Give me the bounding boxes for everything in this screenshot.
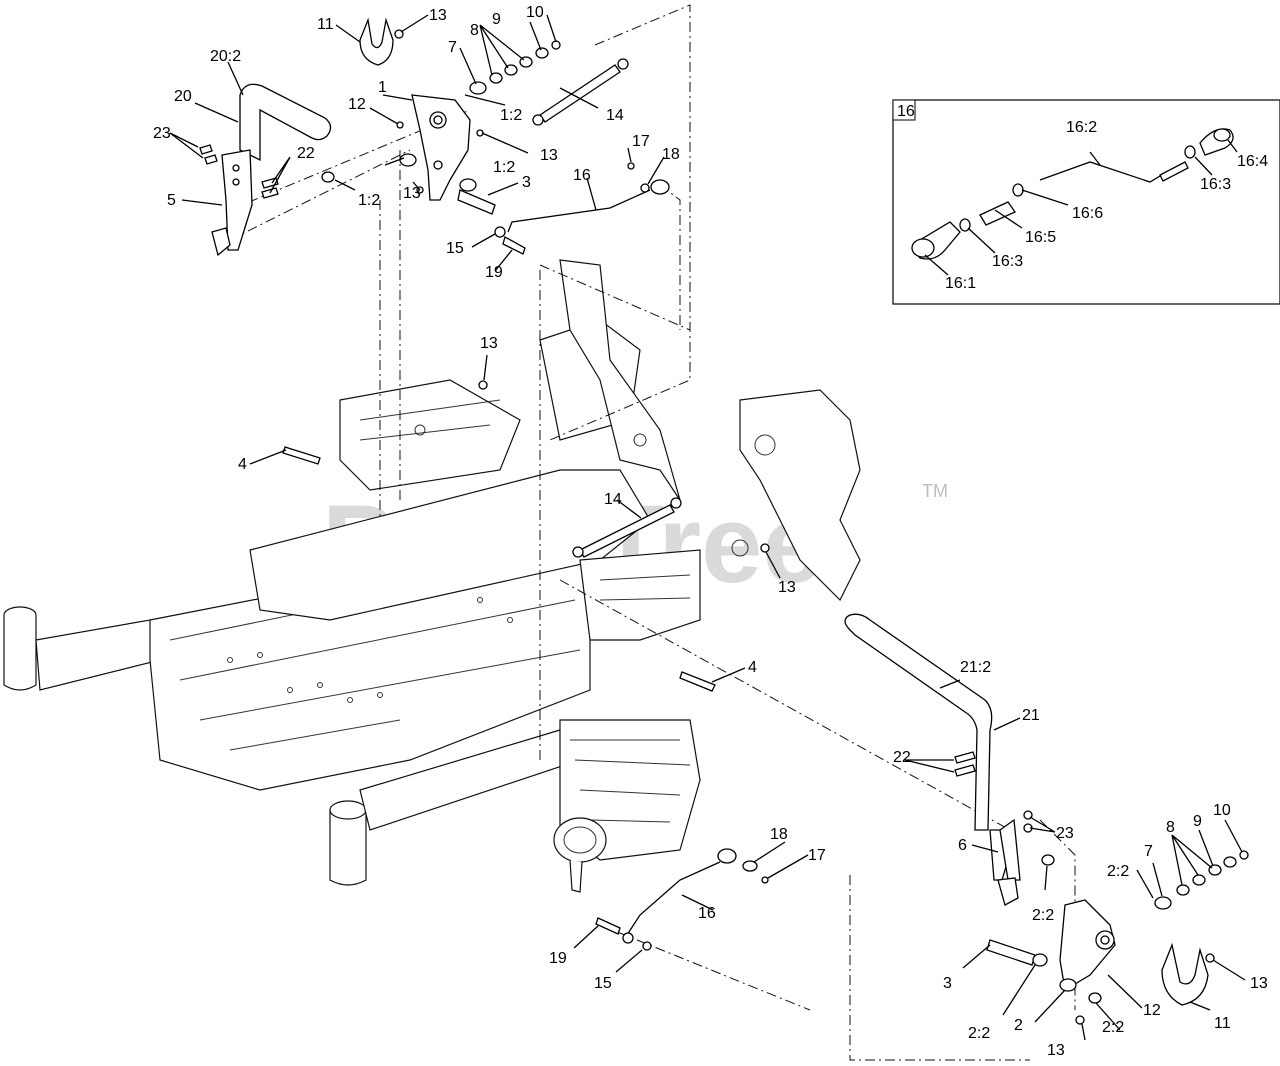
callout-label: 8 [470, 22, 479, 39]
callout-label: 11 [1214, 1015, 1231, 1032]
hydrostatic-pump [553, 719, 701, 893]
callout-label: 13 [1047, 1042, 1065, 1059]
callout-label: 16 [698, 905, 716, 922]
watermark-trademark: TM [922, 481, 948, 501]
callout-label: 13 [540, 147, 558, 164]
callout-label: 13 [403, 185, 421, 202]
callout-label: 2:2 [1032, 907, 1054, 924]
callout-label: 2:2 [968, 1025, 990, 1042]
callout-label: 21:2 [960, 659, 991, 676]
assembly-dash-lines [229, 4, 1076, 1061]
callout-label: 2 [1014, 1017, 1023, 1034]
callout-label: 17 [632, 133, 650, 150]
callout-label: 23 [153, 125, 171, 142]
callout-label: 14 [606, 107, 624, 124]
callout-label: 4 [238, 456, 247, 473]
callout-label: 3 [522, 174, 531, 191]
callout-label: 5 [167, 192, 176, 209]
inset-detail-16 [892, 99, 1280, 305]
leader-lines [169, 14, 1246, 1041]
callout-label: 18 [662, 146, 680, 163]
callout-label: 13 [429, 7, 447, 24]
callout-label: 9 [492, 11, 501, 28]
callout-label: 1:2 [493, 159, 515, 176]
callout-label: 4 [748, 659, 757, 676]
chassis-frame [3, 259, 861, 886]
callout-label: 20:2 [210, 48, 241, 65]
callout-label: 16:6 [1072, 205, 1103, 222]
callout-label: 16:5 [1025, 229, 1056, 246]
callout-labels: 11 13 9 10 8 7 20:2 20 12 1 1:2 14 23 22… [153, 4, 1268, 1059]
callout-label: 13 [1250, 975, 1268, 992]
callout-label: 20 [174, 88, 192, 105]
callout-label: 1 [378, 79, 387, 96]
callout-label: 16:2 [1066, 119, 1097, 136]
callout-label: 22 [893, 749, 911, 766]
callout-label: 18 [770, 826, 788, 843]
callout-label: 23 [1056, 825, 1074, 842]
callout-label: 16:3 [1200, 176, 1231, 193]
callout-label: 1:2 [500, 107, 522, 124]
callout-label: 7 [448, 39, 457, 56]
callout-label: 16:3 [992, 253, 1023, 270]
callout-label: 21 [1022, 707, 1040, 724]
callout-label: 16:4 [1237, 153, 1268, 170]
callout-label: 1:2 [358, 192, 380, 209]
callout-label: 10 [1213, 802, 1231, 819]
callout-label: 19 [485, 264, 503, 281]
callout-label: 14 [604, 491, 622, 508]
callout-label: 8 [1166, 819, 1175, 836]
callout-label: 7 [1144, 843, 1153, 860]
left-control-assembly [199, 17, 670, 390]
callout-label: 2:2 [1107, 863, 1129, 880]
callout-label: 12 [1143, 1002, 1161, 1019]
callout-label: 13 [778, 579, 796, 596]
callout-label: 15 [446, 240, 464, 257]
callout-label: 12 [348, 96, 366, 113]
callout-label: 9 [1193, 813, 1202, 830]
callout-label: 10 [526, 4, 544, 21]
callout-label: 22 [297, 145, 315, 162]
callout-label: 17 [808, 847, 826, 864]
callout-label: 13 [480, 335, 498, 352]
callout-label: 16:1 [945, 275, 976, 292]
callout-label: 11 [317, 16, 334, 33]
callout-label: 6 [958, 837, 967, 854]
inset-tag: 16 [897, 103, 915, 120]
center-parts [282, 446, 770, 692]
callout-label: 15 [594, 975, 612, 992]
callout-label: 19 [549, 950, 567, 967]
callout-label: 2:2 [1102, 1019, 1124, 1036]
callout-label: 16 [573, 167, 591, 184]
callout-label: 3 [943, 975, 952, 992]
